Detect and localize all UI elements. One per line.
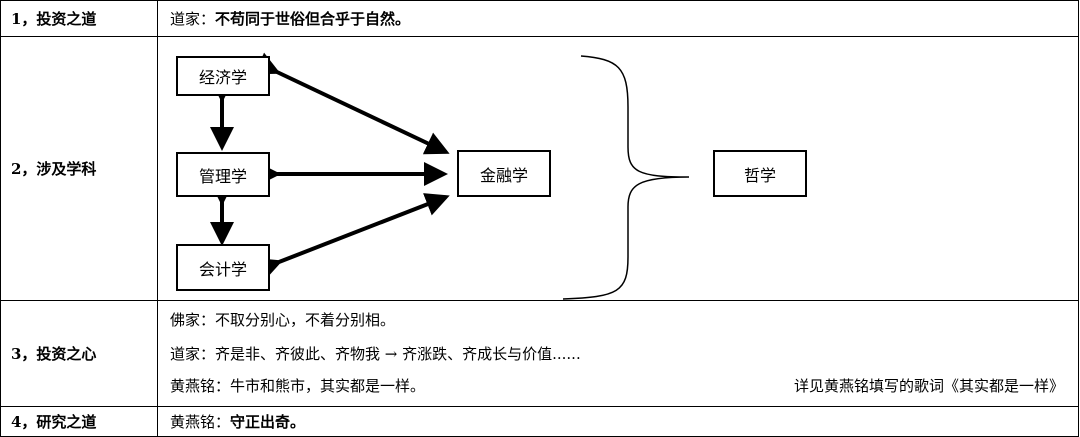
row-label-research-way: 4，研究之道 <box>0 406 158 437</box>
node-finance: 金融学 <box>457 150 551 197</box>
node-economics: 经济学 <box>176 56 270 96</box>
row-content-investment-mind: 佛家：不取分别心，不着分别相。 道家：齐是非、齐彼此、齐物我 → 齐涨跌、齐成长… <box>157 300 1079 407</box>
row-label-investment-mind: 3，投资之心 <box>0 300 158 407</box>
huang-line: 黄燕铭：牛市和熊市，其实都是一样。 <box>170 377 426 395</box>
row-content-investment-way: 道家：不苟同于世俗但合乎于自然。 <box>157 0 1079 37</box>
quote-text: 不苟同于世俗但合乎于自然。 <box>215 10 411 28</box>
row-content-disciplines: 经济学 管理学 会计学 金融学 哲学 <box>157 36 1079 301</box>
node-philosophy: 哲学 <box>713 150 807 197</box>
row-label-disciplines: 2，涉及学科 <box>0 36 158 301</box>
table-row: 4，研究之道 黄燕铭：守正出奇。 <box>0 406 1079 437</box>
row-content-research-way: 黄燕铭：守正出奇。 <box>157 406 1079 437</box>
quote-text: 守正出奇。 <box>230 413 306 431</box>
diagram-arrows <box>210 52 690 300</box>
lyrics-note: 详见黄燕铭填写的歌词《其实都是一样》 <box>793 377 1064 395</box>
speaker-prefix: 道家： <box>170 10 216 28</box>
table-row: 1，投资之道 道家：不苟同于世俗但合乎于自然。 <box>0 0 1079 37</box>
speaker-prefix: 黄燕铭： <box>170 413 231 431</box>
discipline-diagram: 经济学 管理学 会计学 金融学 哲学 <box>158 37 1079 300</box>
arrow-economics-finance <box>253 52 450 155</box>
table-row: 3，投资之心 佛家：不取分别心，不着分别相。 道家：齐是非、齐彼此、齐物我 → … <box>0 300 1079 407</box>
table-row: 2，涉及学科 <box>0 36 1079 301</box>
row-label-investment-way: 1，投资之道 <box>0 0 158 37</box>
curly-brace <box>562 55 690 300</box>
taoist-line: 道家：齐是非、齐彼此、齐物我 → 齐涨跌、齐成长与价值...... <box>170 345 581 363</box>
node-accounting: 会计学 <box>176 244 270 291</box>
node-management: 管理学 <box>176 152 270 197</box>
buddhist-line: 佛家：不取分别心，不着分别相。 <box>170 311 396 329</box>
arrow-accounting-finance <box>256 193 450 281</box>
